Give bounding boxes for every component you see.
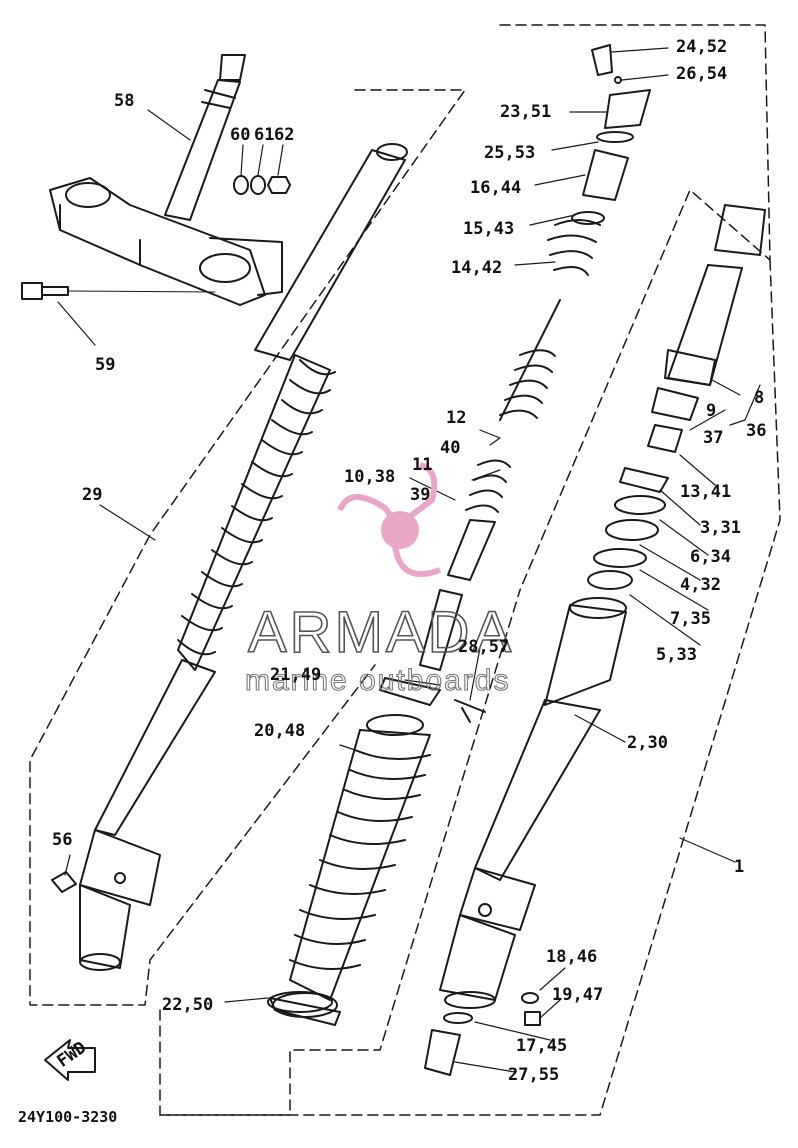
callout-56: 56 bbox=[52, 830, 72, 850]
armada-logo-icon bbox=[337, 462, 442, 577]
callout-8: 8 bbox=[754, 388, 764, 408]
callout-16-44: 16,44 bbox=[470, 178, 521, 198]
callout-20-48: 20,48 bbox=[254, 721, 305, 741]
callout-1: 1 bbox=[734, 857, 744, 877]
callout-9: 9 bbox=[706, 401, 716, 421]
callout-58: 58 bbox=[114, 91, 134, 111]
callout-12: 12 bbox=[446, 408, 466, 428]
watermark-brand: ARMADA bbox=[248, 600, 514, 665]
callout-labels: 24,52 26,54 23,51 25,53 16,44 15,43 14,4… bbox=[52, 37, 766, 1085]
callout-59: 59 bbox=[95, 355, 115, 375]
callout-29: 29 bbox=[82, 485, 102, 505]
callout-26-54: 26,54 bbox=[676, 64, 727, 84]
callout-4-32: 4,32 bbox=[680, 575, 721, 595]
callout-61: 61 bbox=[254, 125, 274, 145]
callout-22-50: 22,50 bbox=[162, 995, 213, 1015]
callout-40: 40 bbox=[440, 438, 460, 458]
callout-24-52: 24,52 bbox=[676, 37, 727, 57]
group-outline-right bbox=[159, 24, 781, 1116]
damper-rod-springs bbox=[419, 219, 601, 723]
callout-21-49: 21,49 bbox=[270, 665, 321, 685]
bolt-56 bbox=[51, 871, 77, 893]
callout-17-45: 17,45 bbox=[516, 1036, 567, 1056]
callout-25-53: 25,53 bbox=[484, 143, 535, 163]
left-fork-assembly bbox=[79, 143, 408, 971]
callout-27-55: 27,55 bbox=[508, 1065, 559, 1085]
callout-15-43: 15,43 bbox=[463, 219, 514, 239]
callout-36: 36 bbox=[746, 421, 766, 441]
callout-6-34: 6,34 bbox=[690, 547, 731, 567]
watermark-tagline: marine outboards bbox=[245, 664, 510, 697]
bolt-59 bbox=[21, 282, 216, 300]
drain-bolt-parts bbox=[424, 992, 541, 1076]
cap-bolt bbox=[571, 44, 651, 225]
callout-14-42: 14,42 bbox=[451, 258, 502, 278]
nut-set bbox=[209, 175, 291, 296]
group-outline-center bbox=[159, 589, 521, 1116]
callout-23-51: 23,51 bbox=[500, 102, 551, 122]
callout-3-31: 3,31 bbox=[700, 518, 741, 538]
under-bracket bbox=[49, 177, 266, 306]
fwd-label: FWD bbox=[53, 1038, 90, 1072]
callout-2-30: 2,30 bbox=[627, 733, 668, 753]
callout-18-46: 18,46 bbox=[546, 947, 597, 967]
callout-13-41: 13,41 bbox=[680, 482, 731, 502]
right-fork-tube bbox=[587, 204, 766, 590]
fwd-arrow-icon bbox=[44, 1039, 96, 1081]
group-outline-left bbox=[29, 89, 466, 1006]
callout-39: 39 bbox=[410, 485, 430, 505]
steering-stem bbox=[164, 54, 246, 221]
callout-7-35: 7,35 bbox=[670, 609, 711, 629]
callout-10-38: 10,38 bbox=[344, 467, 395, 487]
part-code: 24Y100-3230 bbox=[18, 1108, 117, 1126]
callout-19-47: 19,47 bbox=[552, 985, 603, 1005]
callout-5-33: 5,33 bbox=[656, 645, 697, 665]
outer-tube bbox=[439, 597, 627, 1009]
callout-28-57: 28,57 bbox=[458, 637, 509, 657]
leader-lines bbox=[57, 47, 761, 1073]
callout-37: 37 bbox=[703, 428, 723, 448]
callout-11: 11 bbox=[412, 455, 432, 475]
boot-clamp-22 bbox=[267, 991, 341, 1026]
callout-60: 60 bbox=[230, 125, 250, 145]
callout-62: 62 bbox=[274, 125, 294, 145]
